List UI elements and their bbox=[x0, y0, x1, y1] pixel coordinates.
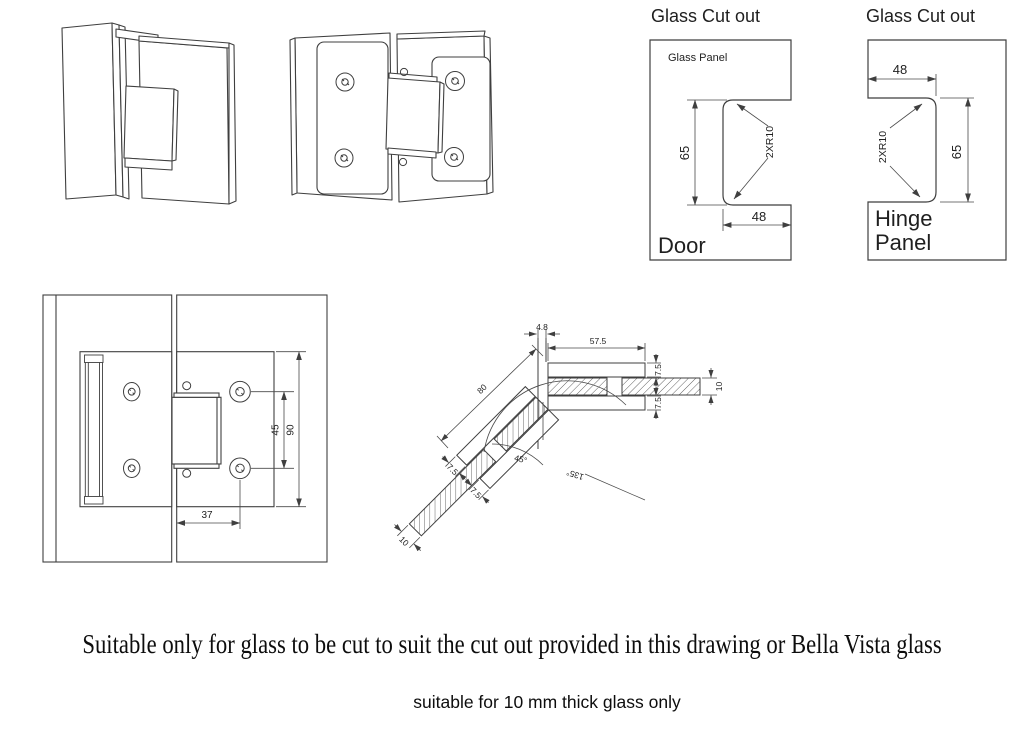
hinge-radius-leaders bbox=[889, 103, 923, 198]
door-height-value: 65 bbox=[677, 146, 692, 160]
screws bbox=[334, 67, 465, 168]
glass-thickness-value: 10 bbox=[714, 382, 724, 392]
hole-spacing-dimension bbox=[251, 391, 294, 469]
hinge-plates bbox=[79, 351, 275, 508]
door-width-dimension bbox=[722, 209, 792, 231]
door-cutout-drawing: Glass Cut out Glass Panel 65 48 2XR10 Do… bbox=[649, 6, 792, 261]
hole-spacing-value: 45 bbox=[271, 424, 282, 436]
front-view-diagram: 45 90 37 bbox=[38, 288, 343, 580]
section-view-drawing: 4.8 57.5 7.5 7.5 bbox=[393, 322, 724, 552]
hinge-height-dimension bbox=[940, 97, 974, 203]
pivot-width-value: 4.8 bbox=[536, 322, 548, 332]
left-plate-channel bbox=[84, 354, 104, 505]
suitability-note: Suitable only for glass to be cut to sui… bbox=[82, 629, 942, 659]
section-view-diagram: 4.8 57.5 7.5 7.5 bbox=[388, 308, 736, 570]
glass-thickness-note: suitable for 10 mm thick glass only bbox=[413, 692, 681, 712]
plate-length-dimension bbox=[547, 343, 646, 361]
door-width-value: 48 bbox=[752, 209, 766, 224]
hinge-cutout-title: Glass Cut out bbox=[866, 6, 975, 26]
door-radius-leaders bbox=[733, 103, 769, 200]
angled-glass-thickness-value: 10 bbox=[397, 534, 411, 548]
door-glass-panel-outline bbox=[649, 39, 792, 261]
hinge-glass-panel-outline bbox=[867, 39, 1007, 261]
horizontal-panel-section bbox=[547, 362, 701, 411]
plate-thickness-top-value: 7.5 bbox=[653, 364, 663, 376]
angle-arcs bbox=[483, 380, 646, 501]
angled-length-value: 80 bbox=[475, 382, 489, 396]
door-label: Door bbox=[658, 233, 706, 258]
door-radius-value: 2XR10 bbox=[764, 126, 776, 158]
glass-thickness-dimension bbox=[702, 368, 717, 405]
knuckle bbox=[171, 392, 222, 469]
isometric-view-closed-drawing bbox=[61, 22, 237, 205]
door-cutout-diagram: Glass Cut out Glass Panel 65 48 2XR10 Do… bbox=[643, 3, 811, 265]
plate-thickness-bottom-value: 7.5 bbox=[653, 397, 663, 409]
door-height-dimension bbox=[687, 99, 727, 206]
hinge-panel-cutout-diagram: Glass Cut out 48 65 2XR10 Hinge Panel bbox=[858, 3, 1024, 265]
hole-offset-dimension bbox=[176, 480, 241, 529]
screws-front bbox=[123, 380, 251, 480]
door-glass-panel-label: Glass Panel bbox=[668, 52, 727, 64]
door-cutout-title: Glass Cut out bbox=[651, 6, 760, 26]
hinge-height-value: 65 bbox=[949, 145, 964, 159]
hinge-label-line2: Panel bbox=[875, 230, 931, 255]
hinge-width-value: 48 bbox=[893, 62, 907, 77]
hinge-width-dimension bbox=[867, 74, 937, 96]
plate-height-dimension bbox=[276, 351, 306, 508]
hole-offset-value: 37 bbox=[201, 510, 213, 521]
plate-height-value: 90 bbox=[286, 424, 297, 436]
angled-panel-section: 7.5 7.5 10 bbox=[393, 385, 560, 552]
hinge-radius-value: 2XR10 bbox=[877, 131, 889, 163]
isometric-view-front-drawing bbox=[289, 30, 494, 203]
pivot-width-dimension bbox=[524, 329, 560, 341]
hinge-label-line1: Hinge bbox=[875, 206, 932, 231]
isometric-view-front bbox=[278, 18, 508, 213]
front-view-drawing: 45 90 37 bbox=[42, 294, 328, 563]
angle-half-value: 45° bbox=[513, 453, 528, 466]
angle-open-value: 135° bbox=[565, 467, 585, 482]
plate-thickness-dimensions bbox=[647, 354, 661, 419]
angled-length-dimension bbox=[436, 344, 544, 449]
isometric-view-closed bbox=[40, 12, 255, 217]
plate-length-value: 57.5 bbox=[590, 336, 607, 346]
hinge-panel-cutout-drawing: Glass Cut out 48 65 2XR10 Hinge Panel bbox=[866, 6, 1007, 261]
